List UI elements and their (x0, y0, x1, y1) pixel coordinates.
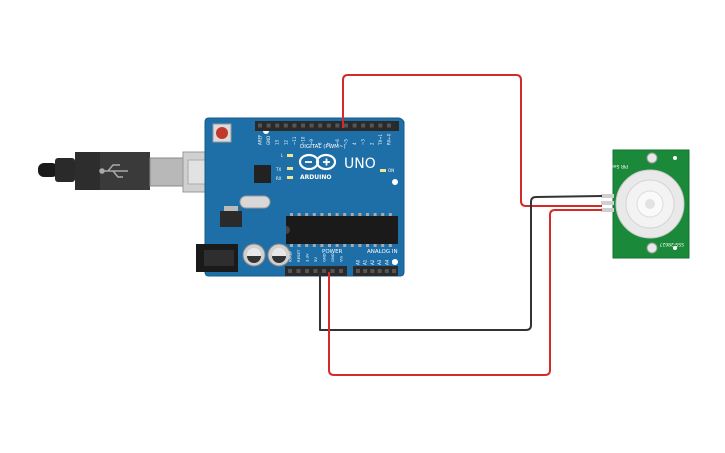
header-pin[interactable] (392, 269, 396, 273)
model-label: UNO (344, 156, 376, 172)
pin-label: A2 (370, 259, 375, 265)
pin-label: 12 (283, 139, 288, 145)
pin-label: Vin (339, 255, 344, 262)
header-pin[interactable] (361, 123, 366, 128)
sensor-part-number: SSS-28627 (659, 241, 684, 247)
mounting-hole (392, 179, 398, 185)
pin-label: A1 (363, 259, 368, 265)
pin-label: A0 (356, 259, 361, 265)
pin-label: AREF (258, 134, 263, 145)
pin-label: ~9 (309, 139, 314, 145)
pin-label: GND (322, 253, 327, 262)
pin-label: 7 (326, 142, 331, 145)
header-pin[interactable] (266, 123, 271, 128)
crystal-oscillator (239, 195, 271, 209)
pin-label: 8 (318, 142, 323, 145)
led-rx-label: RX (276, 176, 282, 181)
header-pin[interactable] (378, 123, 383, 128)
pin-label: GND (266, 136, 271, 145)
header-pin[interactable] (384, 269, 389, 273)
capacitors (242, 243, 291, 267)
status-leds (287, 154, 386, 179)
mounting-hole (392, 259, 398, 265)
pin-label: ~11 (292, 136, 297, 145)
header-pin[interactable] (344, 123, 348, 128)
wires (319, 74, 603, 376)
analog-pin-header (353, 266, 398, 276)
wire-sensor-vcc[interactable] (328, 209, 602, 376)
reset-button[interactable] (212, 123, 232, 143)
header-pin[interactable] (387, 123, 391, 128)
pin-label: ~6 (335, 139, 340, 145)
pin-label: 13 (275, 139, 280, 145)
pin-label: IOREF (288, 251, 293, 262)
header-pin[interactable] (356, 269, 360, 273)
sensor-pins[interactable] (601, 194, 614, 212)
digital-pin-header (255, 121, 399, 131)
pin-label: A5 (392, 259, 397, 265)
header-pin[interactable] (275, 123, 280, 128)
header-pin[interactable] (377, 269, 382, 273)
pin-label: 5V (313, 257, 318, 262)
pin-label: 4 (352, 142, 357, 145)
pin-label: ~3 (361, 139, 366, 145)
power-jack[interactable] (196, 244, 238, 272)
on-label: ON (388, 168, 394, 173)
power-label: POWER (322, 249, 343, 255)
header-pin[interactable] (309, 123, 314, 128)
usb-chip (254, 165, 271, 183)
header-pin[interactable] (296, 269, 301, 273)
header-pin[interactable] (369, 123, 374, 128)
sensor-name-label: PIR Sensor (604, 163, 628, 169)
voltage-regulator (220, 211, 242, 227)
header-pin[interactable] (283, 123, 288, 128)
pin-label: 2 (369, 142, 374, 145)
fresnel-lens (615, 169, 685, 239)
wire-sensor-out[interactable] (342, 74, 602, 207)
header-pin[interactable] (301, 123, 305, 128)
pin-label: TX→1 (378, 133, 383, 146)
header-pin[interactable] (326, 123, 331, 128)
digital-label: DIGITAL (PWM~) (300, 144, 346, 150)
pin-label: 3.3V (305, 253, 310, 262)
analog-label: ANALOG IN (367, 249, 398, 255)
header-pin[interactable] (292, 123, 297, 128)
header-pin[interactable] (258, 123, 262, 128)
mounting-hole (646, 242, 658, 254)
mounting-hole (646, 152, 658, 164)
wire-sensor-gnd[interactable] (319, 195, 603, 331)
header-pin[interactable] (288, 269, 292, 273)
usb-symbol-icon (99, 164, 128, 178)
arduino-logo (298, 153, 337, 171)
header-pin[interactable] (335, 123, 340, 128)
led-l-label: L (281, 153, 284, 158)
pin-label: ~5 (344, 139, 349, 145)
pin-label: RX←0 (387, 133, 392, 145)
pin-label: GND (330, 253, 335, 262)
pin-label: A3 (377, 259, 382, 265)
pin-label: ~10 (301, 136, 306, 145)
led-tx-label: TX (275, 167, 281, 172)
header-pin[interactable] (352, 123, 357, 128)
brand-label: ARDUINO (300, 174, 331, 181)
pin-label: A4 (384, 259, 389, 265)
header-pin[interactable] (305, 269, 309, 273)
pir-sensor[interactable]: PIR Sensor SSS-28627 (601, 149, 690, 259)
header-pin[interactable] (363, 269, 368, 273)
header-pin[interactable] (339, 269, 343, 273)
pin-label: RESET (296, 249, 301, 262)
atmega-chip (286, 213, 398, 247)
header-pin[interactable] (370, 269, 375, 273)
header-pin[interactable] (330, 269, 335, 273)
header-pin[interactable] (322, 269, 326, 273)
header-pin[interactable] (318, 123, 323, 128)
header-pin[interactable] (313, 269, 318, 273)
